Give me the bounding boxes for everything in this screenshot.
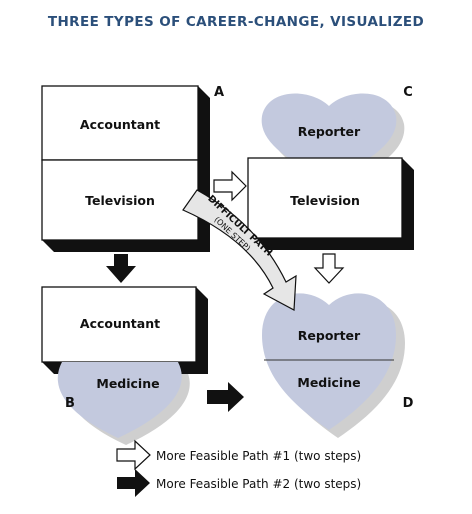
panel-c-television-box [247, 157, 403, 239]
panel-b-bottom-label: Medicine [96, 376, 159, 391]
panel-a-accountant-box [41, 85, 199, 161]
panel-d: Reporter Medicine [262, 293, 405, 438]
panel-a-television-box [41, 159, 199, 241]
panel-b-medicine-heart [57, 362, 182, 438]
legend-white-arrow-icon [116, 439, 151, 471]
legend-black-arrow-label: More Feasible Path #2 (two steps) [156, 477, 361, 491]
black-arrow-down-icon [106, 254, 136, 283]
corner-label-b: B [65, 396, 75, 411]
corner-label-c: C [403, 85, 413, 100]
panel-a-bottom-label: Television [85, 193, 155, 208]
panel-b: Accountant Medicine [41, 286, 208, 445]
white-arrow-down-icon [313, 253, 345, 284]
panel-b-accountant-box [41, 286, 197, 363]
legend-black-arrow-icon [117, 469, 150, 497]
diagram-title: THREE TYPES OF CAREER-CHANGE, VISUALIZED [47, 14, 425, 30]
panel-c-box-shadow [248, 158, 414, 250]
panel-c: Reporter Television [247, 93, 414, 250]
panel-d-bottom-label: Medicine [297, 375, 360, 390]
legend: More Feasible Path #1 (two steps) More F… [116, 439, 361, 497]
panel-a-top-label: Accountant [80, 117, 160, 132]
panel-d-top-label: Reporter [298, 328, 361, 343]
panel-b-box-shadow [42, 287, 208, 374]
panel-d-heart [262, 293, 396, 430]
corner-label-a: A [214, 85, 224, 100]
corner-label-d: D [403, 396, 414, 411]
panel-a: Accountant Television [41, 85, 210, 252]
white-arrow-icon [213, 170, 247, 202]
panel-c-bottom-label: Television [290, 193, 360, 208]
difficult-path-arrow-icon [182, 189, 297, 311]
panel-b-top-label: Accountant [80, 316, 160, 331]
black-arrow-right-icon [207, 382, 244, 412]
panel-c-top-label: Reporter [298, 124, 361, 139]
legend-white-arrow-label: More Feasible Path #1 (two steps) [156, 449, 361, 463]
